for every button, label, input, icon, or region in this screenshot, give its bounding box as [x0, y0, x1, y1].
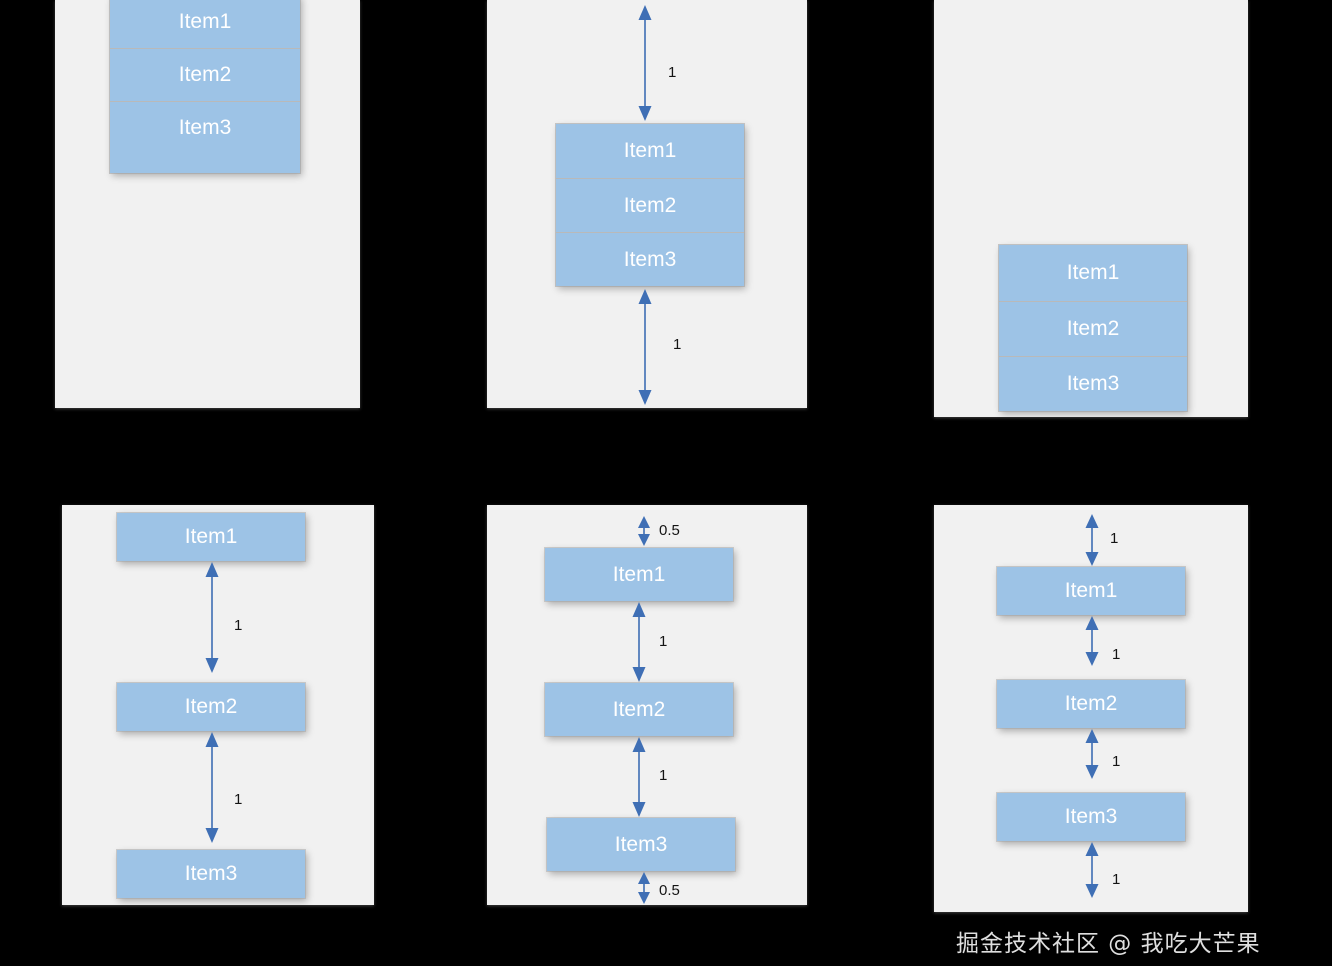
gap-arrow-below-panel6 [1081, 841, 1103, 899]
item-box-3-panel6[interactable]: Item3 [997, 793, 1185, 841]
gap-label-2-3-panel5: 1 [659, 767, 668, 784]
item-box-3-panel5[interactable]: Item3 [547, 818, 735, 871]
item-box-2-panel4[interactable]: Item2 [117, 683, 305, 731]
gap-arrow-1-2-panel6 [1081, 615, 1103, 667]
stack-cell-item3[interactable]: Item3 [999, 356, 1187, 411]
gap-arrow-1-2-panel4 [201, 561, 223, 674]
stack-cell-item1[interactable]: Item1 [178, 9, 232, 33]
panel-flex-end: Item1 Item2 Item3 [934, 0, 1248, 417]
item-stack-panel3: Item1 Item2 Item3 [999, 245, 1187, 411]
gap-label-below-panel2: 1 [673, 336, 682, 353]
gap-label-2-3-panel6: 1 [1112, 753, 1121, 770]
gap-label-above-panel5: 0.5 [659, 522, 680, 539]
panel-space-between: Item1 1 Item2 1 Item3 [62, 505, 374, 905]
gap-label-1-2-panel5: 1 [659, 633, 668, 650]
panel-center: 1 Item1 Item2 Item3 1 [487, 0, 807, 408]
gap-label-1-2-panel6: 1 [1112, 646, 1121, 663]
stack-cell-item3[interactable]: Item3 [556, 232, 744, 286]
gap-arrow-below-panel2 [634, 288, 656, 406]
item-box-1-panel4[interactable]: Item1 [117, 513, 305, 561]
item-box-2-panel6[interactable]: Item2 [997, 680, 1185, 728]
gap-arrow-above-panel5 [633, 515, 655, 547]
stack-cell-item2[interactable]: Item2 [110, 48, 300, 101]
gap-label-above-panel6: 1 [1110, 530, 1119, 547]
stack-cell-item2[interactable]: Item2 [999, 301, 1187, 356]
gap-label-below-panel6: 1 [1112, 871, 1121, 888]
item-stack-panel1: Item1 Item2 Item3 [110, 0, 300, 173]
item-box-2-panel5[interactable]: Item2 [545, 683, 733, 736]
stack-cell-item2[interactable]: Item2 [556, 178, 744, 232]
stack-cell-item1[interactable]: Item1 [623, 139, 677, 162]
stack-cell-item3[interactable]: Item3 [110, 101, 300, 154]
gap-arrow-2-3-panel6 [1081, 728, 1103, 780]
item-box-3-panel4[interactable]: Item3 [117, 850, 305, 898]
gap-arrow-above-panel6 [1081, 513, 1103, 567]
gap-arrow-2-3-panel4 [201, 731, 223, 844]
panel-flex-start: Item1 Item2 Item3 [55, 0, 360, 408]
gap-label-above-panel2: 1 [668, 64, 677, 81]
watermark: 掘金技术社区 @ 我吃大芒果 [956, 931, 1261, 957]
gap-label-1-2-panel4: 1 [234, 617, 243, 634]
panel-space-around: 0.5 Item1 1 Item2 1 Item3 0.5 [487, 505, 807, 905]
gap-arrow-above-panel2 [634, 4, 656, 122]
panel-space-evenly: 1 Item1 1 Item2 1 Item3 1 [934, 505, 1248, 912]
item-stack-panel2: Item1 Item2 Item3 [556, 124, 744, 286]
gap-arrow-1-2-panel5 [628, 601, 650, 683]
item-box-1-panel5[interactable]: Item1 [545, 548, 733, 601]
gap-label-below-panel5: 0.5 [659, 882, 680, 899]
gap-arrow-2-3-panel5 [628, 736, 650, 818]
stack-cell-item1[interactable]: Item1 [1066, 261, 1120, 284]
gap-arrow-below-panel5 [633, 871, 655, 905]
gap-label-2-3-panel4: 1 [234, 791, 243, 808]
item-box-1-panel6[interactable]: Item1 [997, 567, 1185, 615]
